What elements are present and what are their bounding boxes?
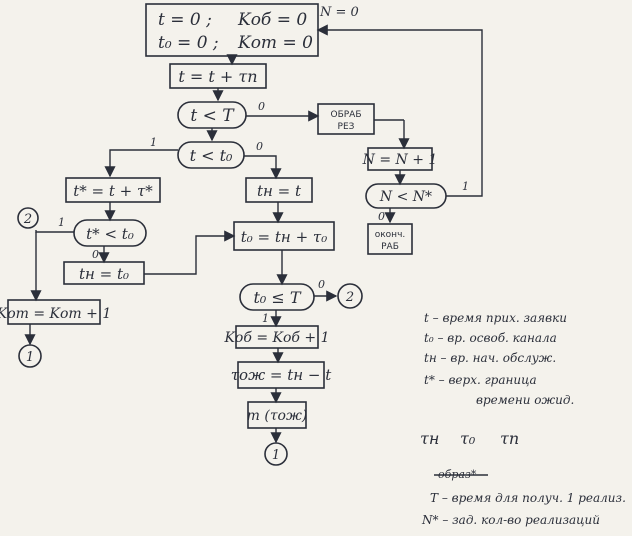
connector-2-left-text: 2 (23, 212, 32, 227)
assign-tzh-text: t* = t + τ* (73, 182, 153, 200)
end-line2: РАБ (381, 242, 399, 252)
label-one-n: 1 (462, 180, 469, 193)
decision-tzh-text: t* < t₀ (86, 225, 134, 243)
accum-block: m (τож) (247, 401, 308, 429)
assign-tn-t0-text: tн = t₀ (79, 265, 129, 283)
legend-tn: tн – вр. нач. обслуж. (424, 351, 556, 365)
assign-kot-text: Kот = Kот + 1 (0, 306, 111, 322)
init-block: t = 0 ; Kоб = 0 t₀ = 0 ; Kот = 0 (145, 3, 319, 57)
decision-t-lt-t0-text: t < t₀ (190, 146, 233, 165)
assign-n-text: N = N + 1 (362, 152, 438, 168)
assign-t0-block: t₀ = tн + τ₀ (233, 221, 335, 251)
assign-kob-block: Kоб = Kоб + 1 (223, 325, 330, 349)
decision-t-lt-t0: t < t₀ (177, 141, 245, 169)
assign-t0-text: t₀ = tн + τ₀ (241, 228, 327, 246)
decision-t0-le-T: t₀ ≤ T (239, 283, 315, 311)
assign-tn-t-text: tн = t (257, 182, 302, 200)
init-line1-left: t = 0 ; (158, 10, 212, 30)
init-line2-right: Kот = 0 (237, 33, 313, 53)
assign-kob-text: Kоб = Kоб + 1 (223, 330, 329, 346)
init-line2-left: t₀ = 0 ; (158, 33, 219, 53)
legend-Nstar: N* – зад. кол-во реализаций (421, 513, 600, 527)
label-zero-tT: 0 (258, 100, 265, 113)
label-one-t0T: 1 (262, 312, 269, 325)
connector-2-left: 2 (17, 207, 39, 229)
decision-tzh-lt-t0: t* < t₀ (73, 219, 147, 247)
label-zero-t0T: 0 (318, 278, 325, 291)
step-t-text: t = t + τп (178, 67, 257, 86)
legend: t – время прих. заявки t₀ – вр. освоб. к… (420, 311, 626, 527)
connector-2-right: 2 (337, 283, 363, 309)
legend-T: T – время для получ. 1 реализ. (430, 491, 626, 505)
decision-n-text: N < N* (379, 189, 432, 205)
assign-tau-block: τож = tн − t (231, 361, 332, 389)
assign-tzh-block: t* = t + τ* (65, 177, 161, 203)
legend-tzh-b: времени ожид. (476, 393, 574, 407)
label-zero-tt0: 0 (256, 140, 263, 153)
decision-n-lt-nstar: N < N* (365, 183, 447, 209)
connector-1-left-text: 1 (26, 350, 34, 365)
decision-t-lt-T-text: t < T (190, 106, 235, 126)
end-block: оконч. РАБ (367, 223, 413, 255)
assign-tn-t0-block: tн = t₀ (63, 261, 145, 285)
init-line1-right: Kоб = 0 (237, 10, 307, 30)
assign-tau-text: τож = tн − t (231, 366, 332, 384)
decision-t0-text: t₀ ≤ T (253, 288, 301, 307)
legend-tau-0: τ₀ (460, 429, 476, 448)
n-init-label: N = 0 (319, 5, 359, 20)
process-results-line2: РЕЗ (338, 122, 355, 132)
label-one-tt0: 1 (150, 136, 157, 149)
legend-tzh-a: t* – верх. граница (424, 373, 537, 387)
assign-kot-block: Kот = Kот + 1 (0, 299, 111, 325)
connector-1-left: 1 (18, 344, 42, 368)
connector-1-bottom: 1 (264, 442, 288, 466)
connector-1-bottom-text: 1 (272, 448, 280, 463)
process-results-block: ОБРАБ РЕЗ (317, 103, 375, 135)
connector-2-right-text: 2 (345, 290, 354, 305)
assign-tn-t-block: tн = t (245, 177, 313, 203)
decision-t-lt-T: t < T (177, 101, 247, 129)
legend-tau-n: τн (420, 429, 439, 448)
label-zero-n: 0 (378, 210, 385, 223)
label-zero-tzh: 0 (92, 248, 99, 261)
legend-t0: t₀ – вр. освоб. канала (424, 331, 557, 345)
legend-t: t – время прих. заявки (424, 311, 567, 325)
process-results-line1: ОБРАБ (330, 110, 361, 120)
accum-text: m (τож) (247, 408, 308, 424)
step-t-block: t = t + τп (169, 63, 267, 89)
label-one-tzh: 1 (58, 216, 65, 229)
legend-tau-p: τп (500, 429, 519, 448)
end-line1: оконч. (375, 230, 406, 240)
assign-n-block: N = N + 1 (362, 147, 438, 171)
